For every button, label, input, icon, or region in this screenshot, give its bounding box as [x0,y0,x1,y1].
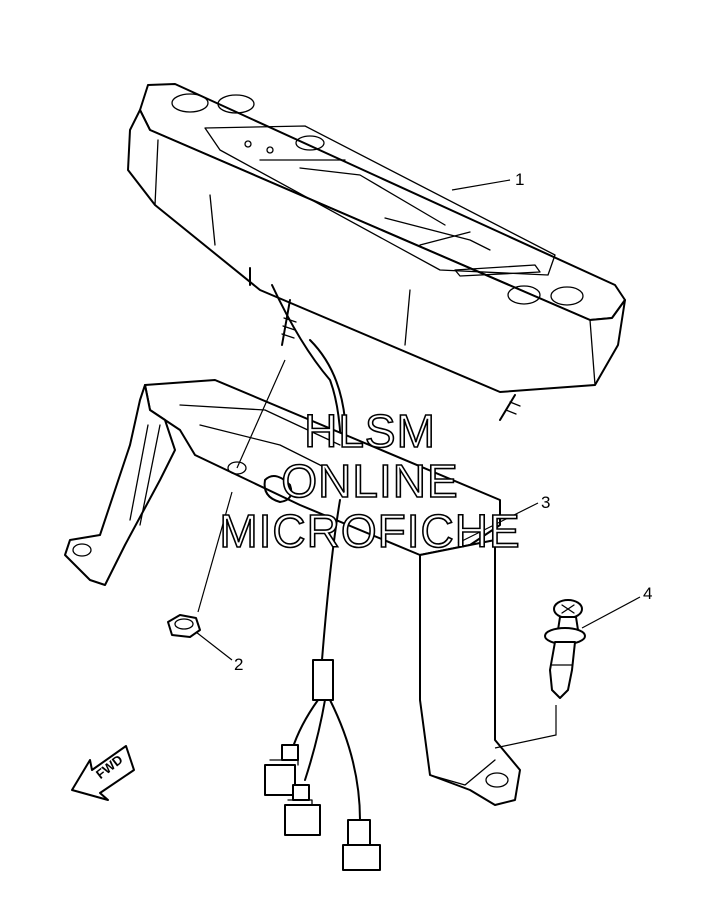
callout-3: 3 [541,493,551,512]
leader-1 [451,179,511,191]
watermark-line-3: MICROFICHE [219,505,521,557]
assembly-line-nut [197,491,233,613]
leader-3 [457,502,539,544]
screw [544,599,586,699]
meter-assembly [127,83,626,501]
watermark-line-2: ONLINE [281,455,459,507]
wire-harness [264,499,381,871]
watermark-line-1: HLSM [303,405,436,457]
meter-bracket [64,379,521,806]
fwd-arrow-icon [71,745,135,801]
callout-2: 2 [234,655,244,674]
callout-4: 4 [643,584,653,603]
leader-2 [195,631,233,661]
leader-4 [581,596,641,629]
nut [167,614,201,638]
assembly-line-stud [236,359,286,469]
callout-1: 1 [515,170,525,189]
assembly-line-screw [494,705,557,749]
